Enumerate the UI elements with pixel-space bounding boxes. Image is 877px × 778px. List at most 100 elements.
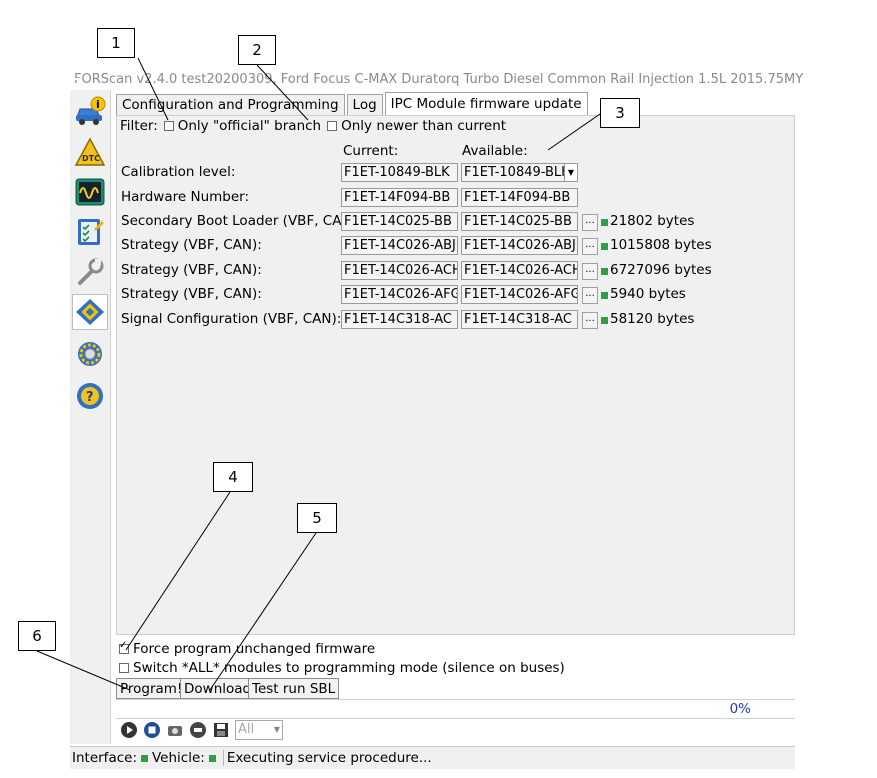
available-version-text: F1ET-10849-BLK (464, 165, 570, 180)
available-version-field[interactable]: F1ET-14C026-ABJ (461, 236, 578, 255)
current-version-field[interactable]: F1ET-14C025-BB (341, 212, 458, 231)
progress-text: 0% (729, 701, 751, 717)
official-branch-label: Only "official" branch (177, 118, 322, 134)
tab-ipc-firmware-update[interactable]: IPC Module firmware update (384, 92, 588, 115)
gear-icon (78, 342, 102, 366)
available-version-field[interactable]: F1ET-14C026-AFG (461, 285, 578, 304)
force-program-label: Force program unchanged firmware (133, 641, 376, 657)
row-label: Strategy (VBF, CAN): (121, 237, 262, 253)
browse-file-button[interactable]: ... (582, 312, 598, 329)
svg-text:?: ? (86, 390, 94, 405)
download-button[interactable]: Download (180, 678, 256, 699)
available-version-text: F1ET-14C318-AC (464, 312, 572, 327)
newer-than-current-label: Only newer than current (341, 118, 507, 134)
file-status-indicator (601, 268, 608, 275)
callout-4: 4 (213, 462, 253, 492)
steering-wheel-help-icon: ? (77, 383, 103, 409)
toolbar-service[interactable] (72, 254, 108, 290)
callout-line-5 (209, 532, 317, 691)
row-label: Hardware Number: (121, 189, 250, 205)
switch-all-checkbox[interactable] (119, 663, 129, 673)
current-version-field[interactable]: F1ET-14C026-AFG (341, 285, 458, 304)
stop-icon (144, 722, 160, 738)
tab-log[interactable]: Log (346, 94, 383, 115)
available-version-text: F1ET-14F094-BB (464, 190, 571, 205)
window-title: FORScan v2.4.0 test20200309, Ford Focus … (74, 71, 804, 87)
file-size-text: 6727096 bytes (610, 262, 712, 278)
filter-label: Filter: (120, 118, 158, 134)
status-bar: Interface: Vehicle: Executing service pr… (70, 746, 795, 769)
switch-all-option: Switch *ALL* modules to programming mode… (118, 660, 565, 676)
available-version-field[interactable]: F1ET-14C318-AC (461, 310, 578, 329)
bottom-controls: All ▼ (116, 720, 283, 740)
available-version-field[interactable]: F1ET-14C025-BB (461, 212, 578, 231)
vehicle-label: Vehicle: (152, 750, 205, 766)
file-status-indicator (601, 317, 608, 324)
switch-all-label: Switch *ALL* modules to programming mode… (133, 660, 565, 676)
save-icon (214, 723, 228, 737)
status-separator (222, 750, 224, 766)
callout-line-6 (36, 650, 131, 691)
file-status-indicator (601, 219, 608, 226)
clear-button[interactable] (188, 720, 208, 740)
browse-file-button[interactable]: ... (582, 263, 598, 280)
stop-button[interactable] (142, 720, 162, 740)
log-filter-select[interactable]: All ▼ (235, 720, 283, 740)
toolbar-help[interactable]: ? (72, 378, 108, 414)
available-version-select[interactable]: F1ET-10849-BLK▼ (461, 163, 578, 182)
current-version-field[interactable]: F1ET-14F094-BB (341, 188, 458, 207)
callout-3: 3 (600, 98, 640, 128)
available-version-text: F1ET-14C026-ACH (464, 263, 578, 278)
camera-button[interactable] (165, 720, 185, 740)
play-icon (121, 722, 137, 738)
left-toolbar: i DTC (70, 90, 111, 744)
checklist-icon (78, 219, 104, 245)
row-label: Secondary Boot Loader (VBF, CAN): (121, 213, 362, 229)
test-run-sbl-button[interactable]: Test run SBL (248, 678, 340, 699)
official-branch-checkbox[interactable] (163, 121, 174, 131)
vehicle-status-indicator (208, 754, 216, 762)
progress-bar: 0% (116, 699, 795, 719)
program-button[interactable]: Program! (116, 678, 187, 699)
file-size-text: 5940 bytes (610, 286, 686, 302)
toolbar-vehicle-info[interactable]: i (72, 92, 108, 128)
chevron-down-icon[interactable]: ▼ (564, 164, 577, 181)
row-label: Strategy (VBF, CAN): (121, 286, 262, 302)
callout-line-4 (125, 491, 231, 651)
newer-than-current-checkbox[interactable] (327, 121, 338, 131)
available-version-text: F1ET-14C026-AFG (464, 287, 578, 302)
vehicle-info-icon: i (76, 96, 106, 125)
callout-line-3 (547, 113, 601, 151)
toolbar-dtc[interactable]: DTC (72, 134, 108, 170)
available-version-field[interactable]: F1ET-14F094-BB (461, 188, 578, 207)
filter-row: Filter: Only "official" branch Only newe… (120, 118, 506, 134)
svg-text:DTC: DTC (82, 154, 100, 163)
toolbar-oscilloscope[interactable] (72, 174, 108, 210)
current-version-field[interactable]: F1ET-14C026-ABJ (341, 236, 458, 255)
available-version-text: F1ET-14C026-ABJ (464, 238, 576, 253)
browse-file-button[interactable]: ... (582, 214, 598, 231)
force-program-option: Force program unchanged firmware (118, 640, 376, 657)
available-version-field[interactable]: F1ET-14C026-ACH (461, 261, 578, 280)
play-button[interactable] (119, 720, 139, 740)
chevron-down-icon: ▼ (273, 725, 280, 734)
wrench-icon (78, 258, 104, 285)
toolbar-module-programming[interactable] (72, 294, 108, 330)
tab-configuration-programming[interactable]: Configuration and Programming (116, 94, 345, 115)
tab-bar: Configuration and Programming Log IPC Mo… (116, 92, 590, 115)
force-program-checkbox[interactable] (119, 640, 129, 654)
callout-2: 2 (238, 35, 276, 65)
callout-1: 1 (97, 28, 135, 58)
current-version-field[interactable]: F1ET-14C026-ACH (341, 261, 458, 280)
browse-file-button[interactable]: ... (582, 287, 598, 304)
file-status-indicator (601, 292, 608, 299)
toolbar-settings[interactable] (72, 336, 108, 372)
current-version-field[interactable]: F1ET-14C318-AC (341, 310, 458, 329)
interface-label: Interface: (72, 750, 137, 766)
toolbar-checklist[interactable] (72, 214, 108, 250)
browse-file-button[interactable]: ... (582, 238, 598, 255)
current-version-field[interactable]: F1ET-10849-BLK (341, 163, 458, 182)
save-button[interactable] (211, 720, 231, 740)
dtc-icon: DTC (74, 137, 106, 166)
